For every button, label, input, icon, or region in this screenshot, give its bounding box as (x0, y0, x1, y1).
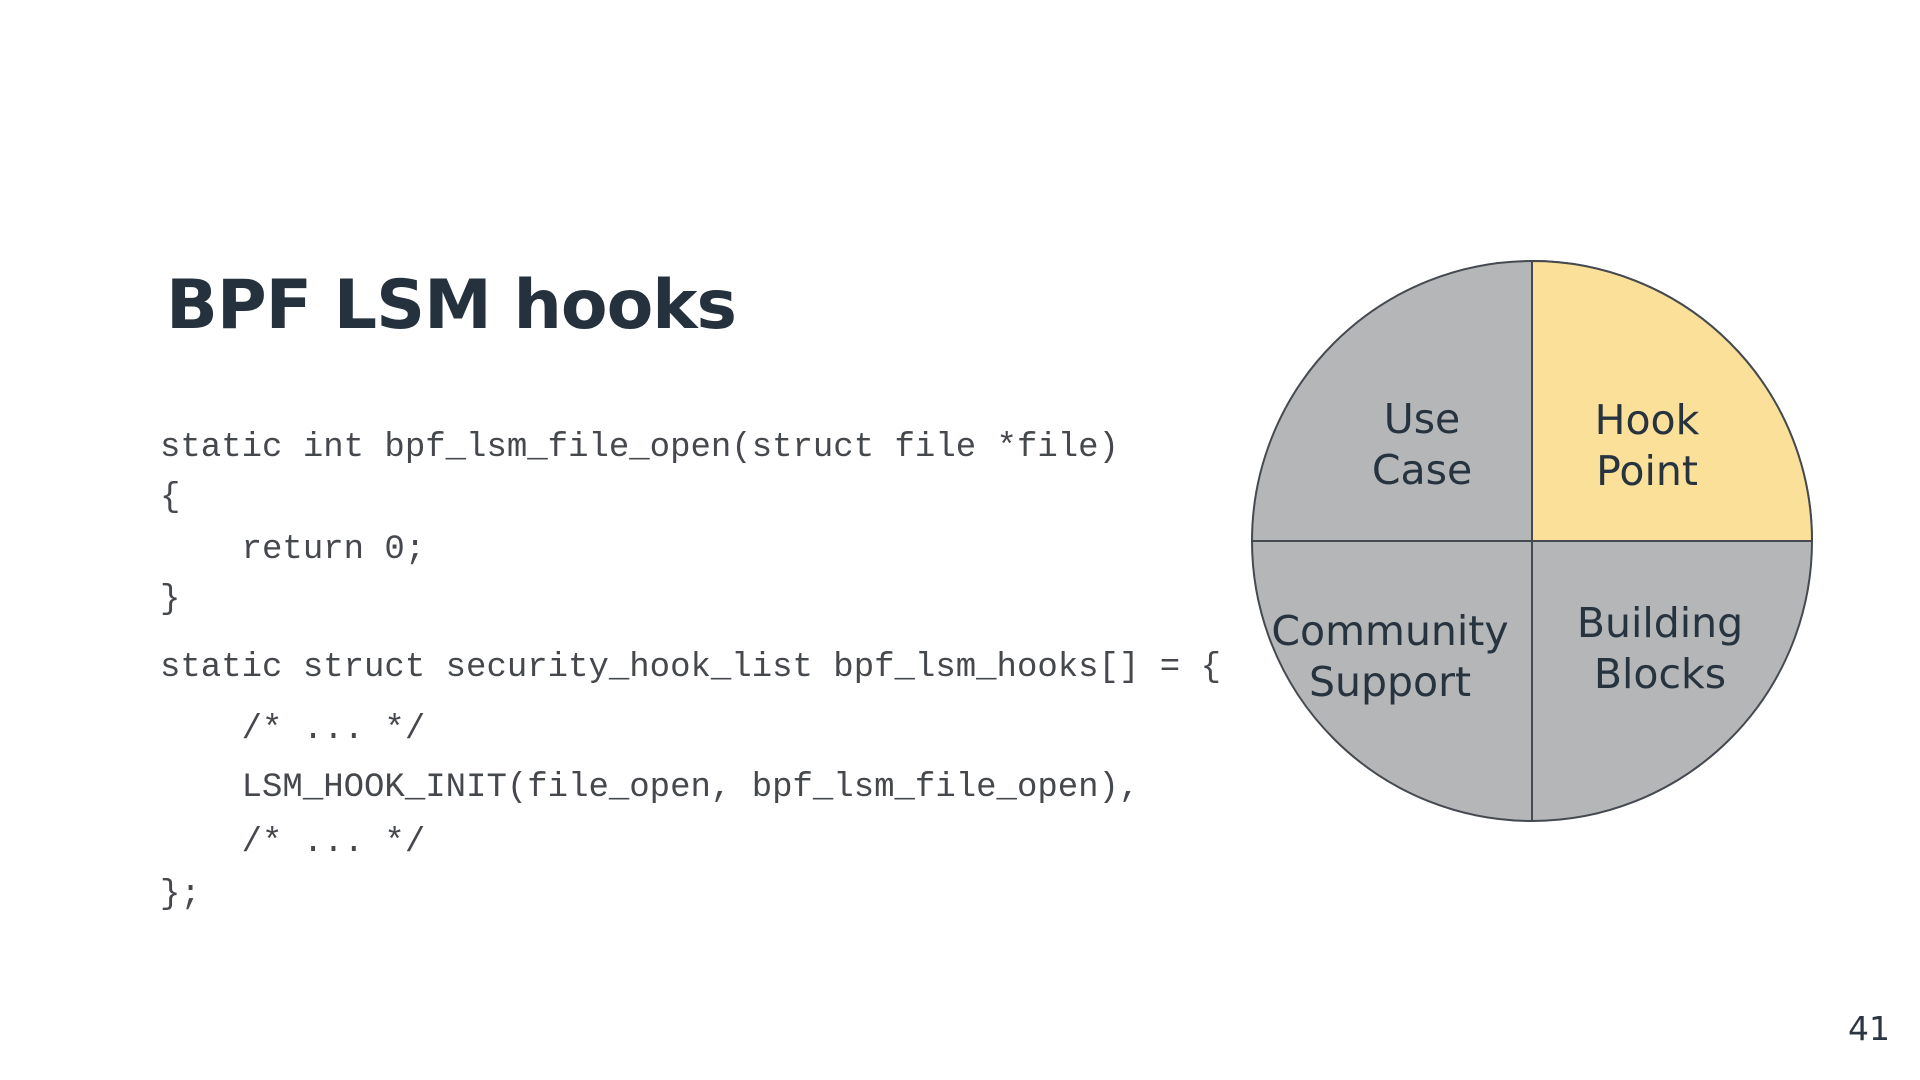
slide-title: BPF LSM hooks (166, 266, 737, 345)
quadrant-label-line: Community (1271, 607, 1509, 655)
code-line: static struct security_hook_list bpf_lsm… (160, 649, 1221, 687)
code-line: /* ... */ (160, 824, 426, 862)
code-line: static int bpf_lsm_file_open(struct file… (160, 429, 1119, 467)
diagram-quadrant-highlighted (1531, 259, 1814, 542)
quadrant-label-community-support: Community Support (1271, 606, 1508, 708)
quadrant-label-line: Support (1308, 658, 1472, 706)
quadrant-label-line: Blocks (1593, 650, 1727, 698)
quadrant-label-line: Case (1371, 446, 1473, 494)
code-line: /* ... */ (160, 711, 426, 749)
code-line: } (160, 581, 181, 619)
quadrant-label-line: Building (1576, 599, 1744, 647)
quadrant-circle-diagram (1251, 259, 1814, 822)
quadrant-label-line: Hook (1594, 396, 1700, 444)
quadrant-label-hook-point: Hook Point (1595, 395, 1700, 497)
code-line: { (160, 479, 181, 517)
code-line: return 0; (160, 531, 426, 569)
quadrant-label-use-case: Use Case (1372, 394, 1472, 496)
code-line: }; (160, 876, 201, 914)
quadrant-label-building-blocks: Building Blocks (1577, 598, 1743, 700)
quadrant-label-line: Use (1383, 395, 1461, 443)
quadrant-label-line: Point (1596, 447, 1698, 495)
code-line: LSM_HOOK_INIT(file_open, bpf_lsm_file_op… (160, 769, 1140, 807)
page-number: 41 (1848, 1009, 1890, 1048)
